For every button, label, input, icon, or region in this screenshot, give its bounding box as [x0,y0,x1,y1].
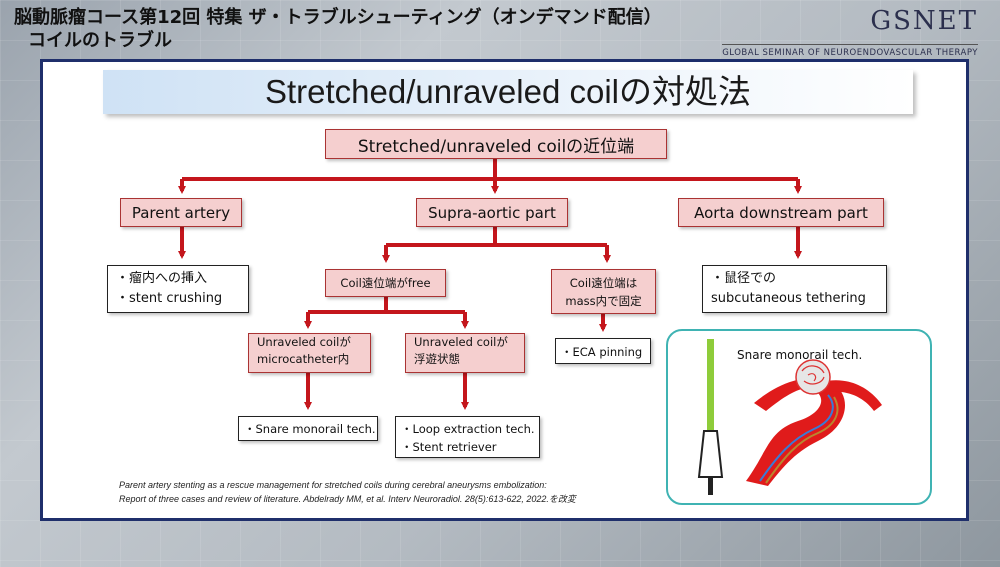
slide-frame: Stretched/unraveled coilの対処法 [40,59,969,521]
snare-action-label: ・Snare monorail tech. [244,422,376,436]
root-label: Stretched/unraveled coilの近位端 [357,136,635,157]
snare-illustration [697,339,882,495]
eca-label: ・ECA pinning [561,345,643,359]
parent-action-1: ・瘤内への挿入 [116,271,208,286]
unraveled-micro-line2: microcatheter内 [257,352,350,366]
coil-free-label: Coil遠位端がfree [340,276,431,290]
aorta-actions-box: ・鼠径での subcutaneous tethering [702,265,887,313]
coil-fixed-line1: Coil遠位端は [569,275,638,290]
catheter-tip-icon [697,430,724,478]
snare-blue-line-icon [759,394,834,482]
snare-action-box: ・Snare monorail tech. [238,416,378,441]
coil-fixed-box: Coil遠位端は mass内で固定 [551,269,656,314]
unraveled-micro-line1: Unraveled coilが [257,335,351,349]
branch-parent-artery: Parent artery [120,198,242,227]
slide-title: Stretched/unraveled coilの対処法 [103,70,913,114]
gsnet-logo: GSNET GLOBAL SEMINAR OF NEUROENDOVASCULA… [722,6,978,58]
coil-free-box: Coil遠位端がfree [325,269,446,297]
vessel-icon [746,378,845,486]
header-title-line1: 脳動脈瘤コース第12回 特集 ザ・トラブルシューティング（オンデマンド配信） [14,7,662,28]
branch-aorta-label: Aorta downstream part [694,203,868,222]
snare-gold-line-icon [765,396,839,484]
flowchart-arrows [178,159,802,410]
branch-parent-label: Parent artery [131,203,231,222]
unraveled-float-line2: 浮遊状態 [414,352,460,366]
logo-sub-text: GLOBAL SEMINAR OF NEUROENDOVASCULAR THER… [722,44,978,58]
loop-action-box: ・Loop extraction tech. ・Stent retriever [395,416,540,458]
aneurysm-icon [795,359,831,395]
logo-main-text: GSNET [870,6,978,36]
unraveled-micro-box: Unraveled coilが microcatheter内 [248,333,371,373]
parent-action-2: ・stent crushing [116,291,223,306]
branch-aorta-downstream: Aorta downstream part [678,198,884,227]
vessel-branch-icon [818,380,882,411]
citation: Parent artery stenting as a rescue manag… [119,478,576,506]
citation-line2: Report of three cases and review of lite… [119,494,576,504]
branch-supra-label: Supra-aortic part [428,203,556,222]
header-title-line2: コイルのトラブル [28,30,172,51]
root-box: Stretched/unraveled coilの近位端 [325,129,667,159]
coil-loops-icon [801,365,825,385]
citation-line1: Parent artery stenting as a rescue manag… [119,480,547,490]
aorta-action-1: ・鼠径での [711,271,777,286]
unraveled-float-box: Unraveled coilが 浮遊状態 [405,333,525,373]
green-wire-icon [707,339,714,439]
loop-action-line2: ・Stent retriever [401,440,497,454]
parent-actions-box: ・瘤内への挿入 ・stent crushing [107,265,249,313]
aorta-action-2: subcutaneous tethering [711,291,866,306]
coil-fixed-line2: mass内で固定 [565,293,642,308]
eca-box: ・ECA pinning [555,338,651,364]
snare-illustration-panel: Snare monorail tech. [666,329,932,505]
illustration-label: Snare monorail tech. [737,348,863,362]
header-title: 脳動脈瘤コース第12回 特集 ザ・トラブルシューティング（オンデマンド配信） コ… [14,6,662,52]
unraveled-float-line1: Unraveled coilが [414,335,508,349]
loop-action-line1: ・Loop extraction tech. [401,422,535,436]
branch-supra-aortic: Supra-aortic part [416,198,568,227]
